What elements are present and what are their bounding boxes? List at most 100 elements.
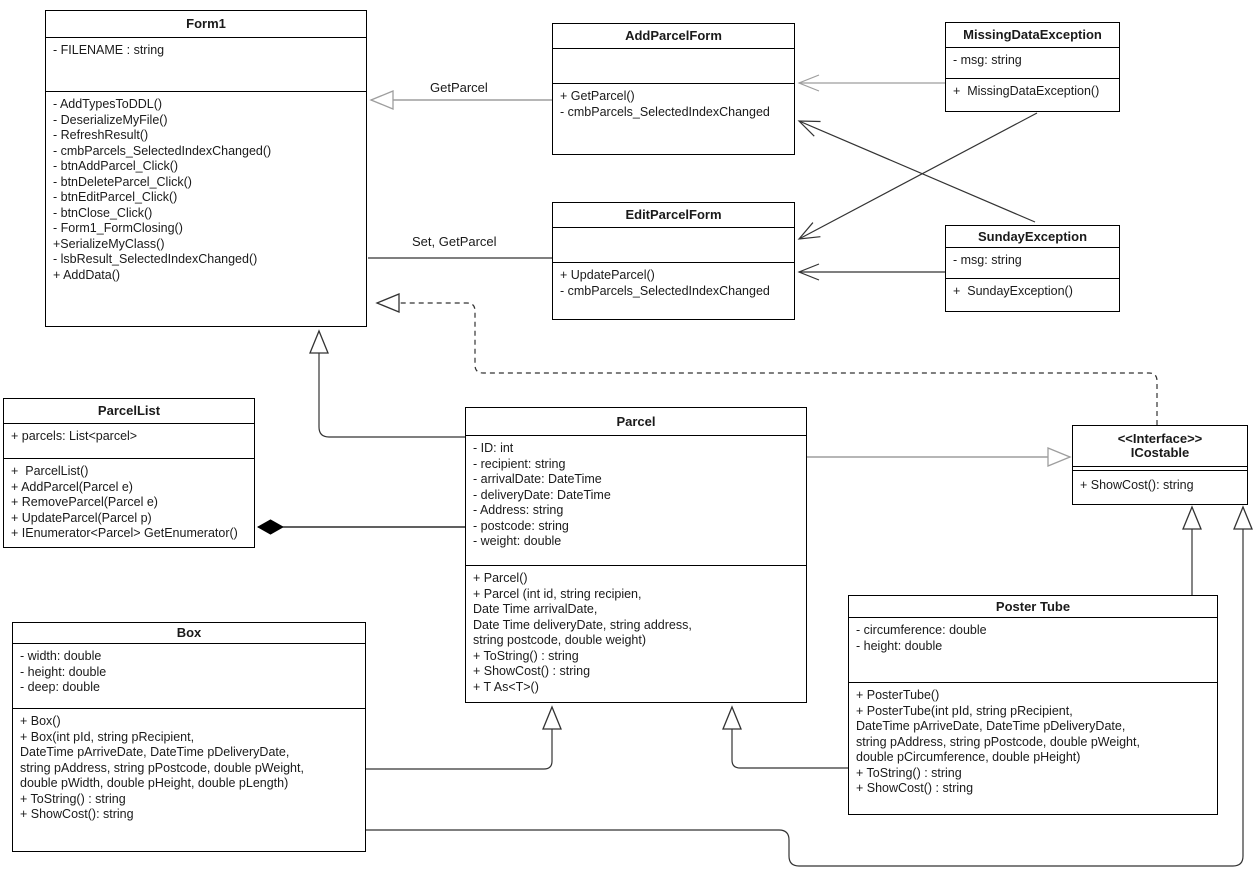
text-line: + PosterTube(int pId, string pRecipient, [856, 703, 1073, 718]
text-line: - btnClose_Click() [53, 205, 153, 220]
edge-missingdataexception-to-editparcelform [797, 112, 1038, 240]
text-line: - arrivalDate: DateTime [473, 472, 602, 486]
edge-box-to-parcel-generalization [366, 705, 562, 770]
interface-icostable: <<Interface>> ICostable + ShowCost(): st… [1072, 425, 1248, 505]
text-line: - recipient: string [473, 456, 566, 471]
text-line: - postcode: string [473, 518, 569, 533]
attributes-section [553, 49, 794, 84]
text-line: + ToString() : string [20, 791, 126, 806]
text-line: + Box(int pId, string pRecipient, [20, 729, 195, 744]
attributes-section: - msg: string [946, 248, 1119, 279]
text-line: + GetParcel() [560, 89, 635, 103]
text-line: - msg: string [953, 53, 1022, 67]
class-title: SundayException [946, 226, 1119, 248]
class-addparcelform: AddParcelForm + GetParcel()- cmbParcels_… [552, 23, 795, 155]
attributes-section [553, 228, 794, 263]
text-line: - RefreshResult() [53, 128, 149, 142]
text-line: string pAddress, string pPostcode, doubl… [20, 760, 304, 775]
text-line: + parcels: List<parcel> [11, 429, 138, 443]
class-editparcelform: EditParcelForm + UpdateParcel()- cmbParc… [552, 202, 795, 320]
class-title: Form1 [46, 11, 366, 38]
text-line: Date Time arrivalDate, [473, 602, 598, 616]
class-parcel: Parcel - ID: int- recipient: string- arr… [465, 407, 807, 703]
text-line: + AddParcel(Parcel e) [11, 479, 133, 494]
text-line: + UpdateParcel() [560, 268, 655, 282]
class-sundayexception: SundayException - msg: string + SundayEx… [945, 225, 1120, 312]
text-line: - weight: double [473, 534, 562, 548]
edge-box-to-icostable-realization [366, 505, 1253, 867]
text-line: - width: double [20, 649, 102, 663]
methods-section: + Box()+ Box(int pId, string pRecipient,… [13, 709, 365, 851]
text-line: - lsbResult_SelectedIndexChanged() [53, 252, 258, 266]
text-line: - Address: string [473, 503, 564, 517]
class-title: <<Interface>> ICostable [1073, 426, 1247, 467]
class-form1: Form1 - FILENAME : string - AddTypesToDD… [45, 10, 367, 327]
text-line: - DeserializeMyFile() [53, 112, 168, 127]
text-line: + ToString() : string [856, 765, 962, 780]
text-line: + ToString() : string [473, 648, 579, 663]
text-line: + IEnumerator<Parcel> GetEnumerator() [11, 526, 238, 540]
text-line: + Parcel() [473, 571, 528, 585]
text-line: - FILENAME : string [53, 43, 165, 57]
attributes-section: - width: double- height: double- deep: d… [13, 644, 365, 709]
text-line: - circumference: double [856, 623, 987, 637]
attributes-section: - msg: string [946, 48, 1119, 79]
text-line: + T As<T>() [473, 679, 539, 694]
text-line: string postcode, double weight) [473, 633, 647, 647]
text-line: string pAddress, string pPostcode, doubl… [856, 734, 1140, 749]
methods-section: + ShowCost(): string [1073, 471, 1247, 504]
text-line: DateTime pArriveDate, DateTime pDelivery… [856, 719, 1126, 733]
text-line: + MissingDataException() [953, 84, 1100, 98]
class-title: ParcelList [4, 399, 254, 424]
methods-section: + UpdateParcel()- cmbParcels_SelectedInd… [553, 263, 794, 319]
interface-stereotype: <<Interface>> [1117, 431, 1203, 446]
text-line: - btnDeleteParcel_Click() [53, 174, 192, 189]
class-title: Box [13, 623, 365, 644]
text-line: Date Time deliveryDate, string address, [473, 617, 692, 632]
text-line: DateTime pArriveDate, DateTime pDelivery… [20, 745, 290, 759]
edge-parcel-to-form1-generalization [309, 329, 465, 438]
text-line: double pCircumference, double pHeight) [856, 750, 1081, 764]
methods-section: + MissingDataException() [946, 79, 1119, 111]
class-parcellist: ParcelList + parcels: List<parcel> + Par… [3, 398, 255, 548]
methods-section: + PosterTube()+ PosterTube(int pId, stri… [849, 683, 1217, 814]
text-line: + Box() [20, 714, 61, 728]
text-line: - height: double [20, 664, 107, 679]
text-line: - height: double [856, 638, 943, 653]
text-line: - btnEditParcel_Click() [53, 190, 178, 204]
text-line: + ShowCost(): string [1080, 478, 1194, 492]
attributes-section: - ID: int- recipient: string- arrivalDat… [466, 436, 806, 566]
methods-section: + Parcel()+ Parcel (int id, string recip… [466, 566, 806, 702]
class-title: Parcel [466, 408, 806, 436]
class-title: AddParcelForm [553, 24, 794, 49]
text-line: + Parcel (int id, string recipien, [473, 586, 642, 601]
text-line: + UpdateParcel(Parcel p) [11, 510, 152, 525]
text-line: +SerializeMyClass() [53, 236, 165, 251]
class-missingdataexception: MissingDataException - msg: string + Mis… [945, 22, 1120, 112]
interface-name: ICostable [1130, 445, 1190, 460]
text-line: + ShowCost() : string [856, 781, 974, 795]
text-line: - btnAddParcel_Click() [53, 159, 179, 173]
text-line: - cmbParcels_SelectedIndexChanged [560, 283, 770, 298]
class-title: MissingDataException [946, 23, 1119, 48]
text-line: - Form1_FormClosing() [53, 221, 183, 235]
methods-section: + ParcelList()+ AddParcel(Parcel e)+ Rem… [4, 459, 254, 547]
text-line: + ShowCost(): string [20, 807, 134, 821]
text-line: + ShowCost() : string [473, 664, 591, 678]
text-line: + AddData() [53, 267, 121, 282]
attributes-section: - circumference: double- height: double [849, 618, 1217, 683]
edge-label-set-getparcel: Set, GetParcel [410, 234, 499, 249]
methods-section: + GetParcel()- cmbParcels_SelectedIndexC… [553, 84, 794, 154]
text-line: - deliveryDate: DateTime [473, 487, 611, 502]
text-line: - msg: string [953, 253, 1022, 267]
text-line: + PosterTube() [856, 688, 940, 702]
edge-icostable-to-form1-dashed [375, 293, 1158, 425]
edge-sundayexception-to-addparcelform [797, 120, 1036, 223]
text-line: - cmbParcels_SelectedIndexChanged [560, 104, 770, 119]
text-line: - cmbParcels_SelectedIndexChanged() [53, 143, 272, 158]
text-line: - AddTypesToDDL() [53, 97, 163, 111]
text-line: - ID: int [473, 441, 514, 455]
edge-label-getparcel: GetParcel [428, 80, 490, 95]
